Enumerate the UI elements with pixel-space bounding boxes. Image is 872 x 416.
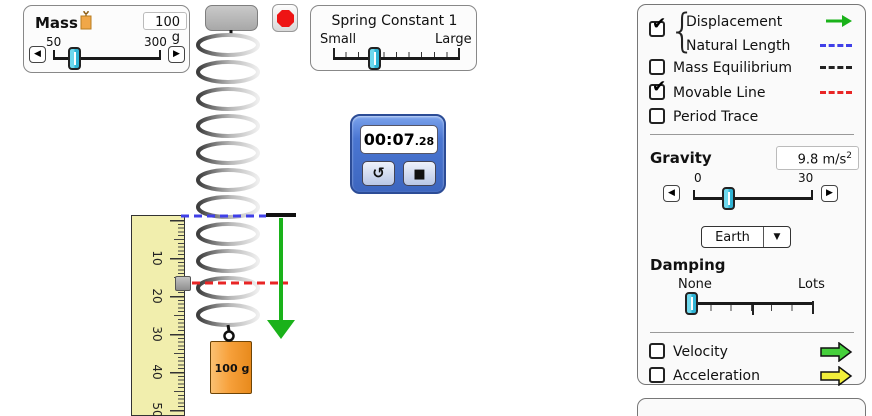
displacement-origin-bar — [266, 213, 296, 217]
spring-constant-min-label: Small — [320, 32, 357, 47]
mass-equilibrium-label: Mass Equilibrium — [673, 60, 793, 76]
right-arrow-icon: ▶ — [826, 188, 833, 198]
damping-max-label: Lots — [798, 277, 825, 292]
displacement-vector — [267, 218, 295, 339]
ruler[interactable]: 10 20 30 40 50 — [131, 215, 185, 416]
ruler-label: 40 — [150, 364, 164, 380]
mass-value-box: 100 g — [143, 12, 187, 45]
displacement-arrow-icon — [826, 15, 852, 27]
acceleration-label: Acceleration — [673, 368, 760, 384]
gravity-slider-min: 0 — [694, 171, 702, 185]
acceleration-checkbox[interactable] — [649, 367, 665, 383]
damping-label: Damping — [650, 256, 726, 274]
movable-line-checkbox[interactable]: ✔ — [649, 79, 666, 100]
movable-line-handle[interactable] — [175, 276, 191, 291]
movable-line-icon — [820, 91, 852, 94]
damping-slider-track[interactable] — [691, 302, 813, 305]
check-icon: ✔ — [652, 77, 667, 97]
spring-constant-ticks — [333, 52, 460, 58]
damping-min-label: None — [678, 277, 712, 292]
damping-slider-thumb[interactable] — [685, 292, 698, 315]
mass-weight[interactable]: 100 g — [210, 341, 252, 394]
dropdown-arrow-icon: ▼ — [773, 232, 781, 242]
divider — [650, 332, 854, 333]
left-arrow-icon: ◀ — [668, 188, 675, 198]
mass-equilibrium-line-icon — [820, 66, 852, 69]
mass-panel-title: Mass — [35, 14, 78, 32]
mass-slider-decrement-button[interactable]: ◀ — [29, 46, 46, 63]
check-icon: ✔ — [652, 14, 667, 34]
spring-anchor-bar — [205, 5, 258, 31]
planet-selected-value: Earth — [702, 227, 764, 247]
gravity-value-box: 9.8 m/s2 — [776, 146, 859, 170]
mass-slider-min: 50 — [46, 35, 62, 49]
movable-line-label: Movable Line — [673, 85, 766, 101]
gravity-slider-max: 30 — [798, 171, 814, 185]
right-arrow-icon: ▶ — [173, 49, 180, 59]
timer-display: 00:07.28 — [360, 125, 438, 154]
spring-constant-title: Spring Constant 1 — [331, 13, 458, 29]
velocity-checkbox[interactable] — [649, 343, 665, 359]
ruler-label: 50 — [150, 402, 164, 416]
mass-slider-max: 300 — [144, 35, 167, 49]
acceleration-arrow-icon — [820, 366, 853, 386]
gravity-slider-track[interactable] — [693, 190, 813, 200]
spring-constant-slider-thumb[interactable] — [368, 47, 381, 70]
spring-constant-slider-track[interactable] — [333, 57, 460, 60]
natural-length-label: Natural Length — [686, 38, 791, 54]
brace-icon: { — [669, 4, 696, 57]
ruler-label: 10 — [150, 250, 164, 266]
mass-panel: Mass 100 g 50 300 ◀ ▶ — [23, 5, 190, 73]
gravity-label: Gravity — [650, 149, 712, 167]
ruler-label: 30 — [150, 326, 164, 342]
divider — [650, 134, 854, 135]
period-trace-checkbox[interactable] — [649, 108, 665, 124]
timer-reset-button[interactable]: ↺ — [362, 161, 395, 186]
record-button[interactable] — [272, 4, 298, 32]
gravity-increment-button[interactable]: ▶ — [821, 185, 838, 202]
spring-constant-max-label: Large — [435, 32, 472, 47]
mass-icon — [80, 11, 92, 30]
mass-slider-thumb[interactable] — [68, 47, 81, 70]
spring-constant-panel: Spring Constant 1 Small Large — [310, 5, 477, 71]
period-trace-label: Period Trace — [673, 109, 759, 125]
secondary-panel — [637, 398, 866, 416]
stop-icon: ■ — [413, 167, 426, 182]
timer[interactable]: 00:07.28 ↺ ■ — [350, 114, 446, 194]
mass-equilibrium-checkbox[interactable] — [649, 59, 665, 75]
gravity-slider-thumb[interactable] — [722, 187, 735, 210]
gravity-decrement-button[interactable]: ◀ — [663, 185, 680, 202]
ruler-label: 20 — [150, 288, 164, 304]
timer-time: 00:07 — [363, 130, 415, 149]
record-icon — [277, 10, 294, 27]
velocity-label: Velocity — [673, 344, 728, 360]
mass-slider-track[interactable] — [53, 50, 161, 60]
reset-icon: ↺ — [372, 164, 385, 182]
mass-weight-label: 100 g — [214, 362, 250, 375]
timer-fraction: .28 — [414, 135, 435, 148]
displacement-label: Displacement — [686, 14, 783, 30]
natural-length-line-icon — [820, 44, 852, 47]
spring[interactable] — [196, 30, 260, 342]
planet-dropdown[interactable]: Earth ▼ — [701, 226, 791, 248]
mass-hook — [223, 330, 235, 342]
left-arrow-icon: ◀ — [34, 49, 41, 59]
timer-stop-button[interactable]: ■ — [403, 161, 436, 186]
ruler-major-ticks — [170, 220, 184, 414]
mass-slider-increment-button[interactable]: ▶ — [168, 46, 185, 63]
control-panel: ✔ { Displacement Natural Length Mass Equ… — [637, 4, 866, 386]
velocity-arrow-icon — [820, 342, 853, 362]
displacement-checkbox[interactable]: ✔ — [649, 16, 666, 37]
